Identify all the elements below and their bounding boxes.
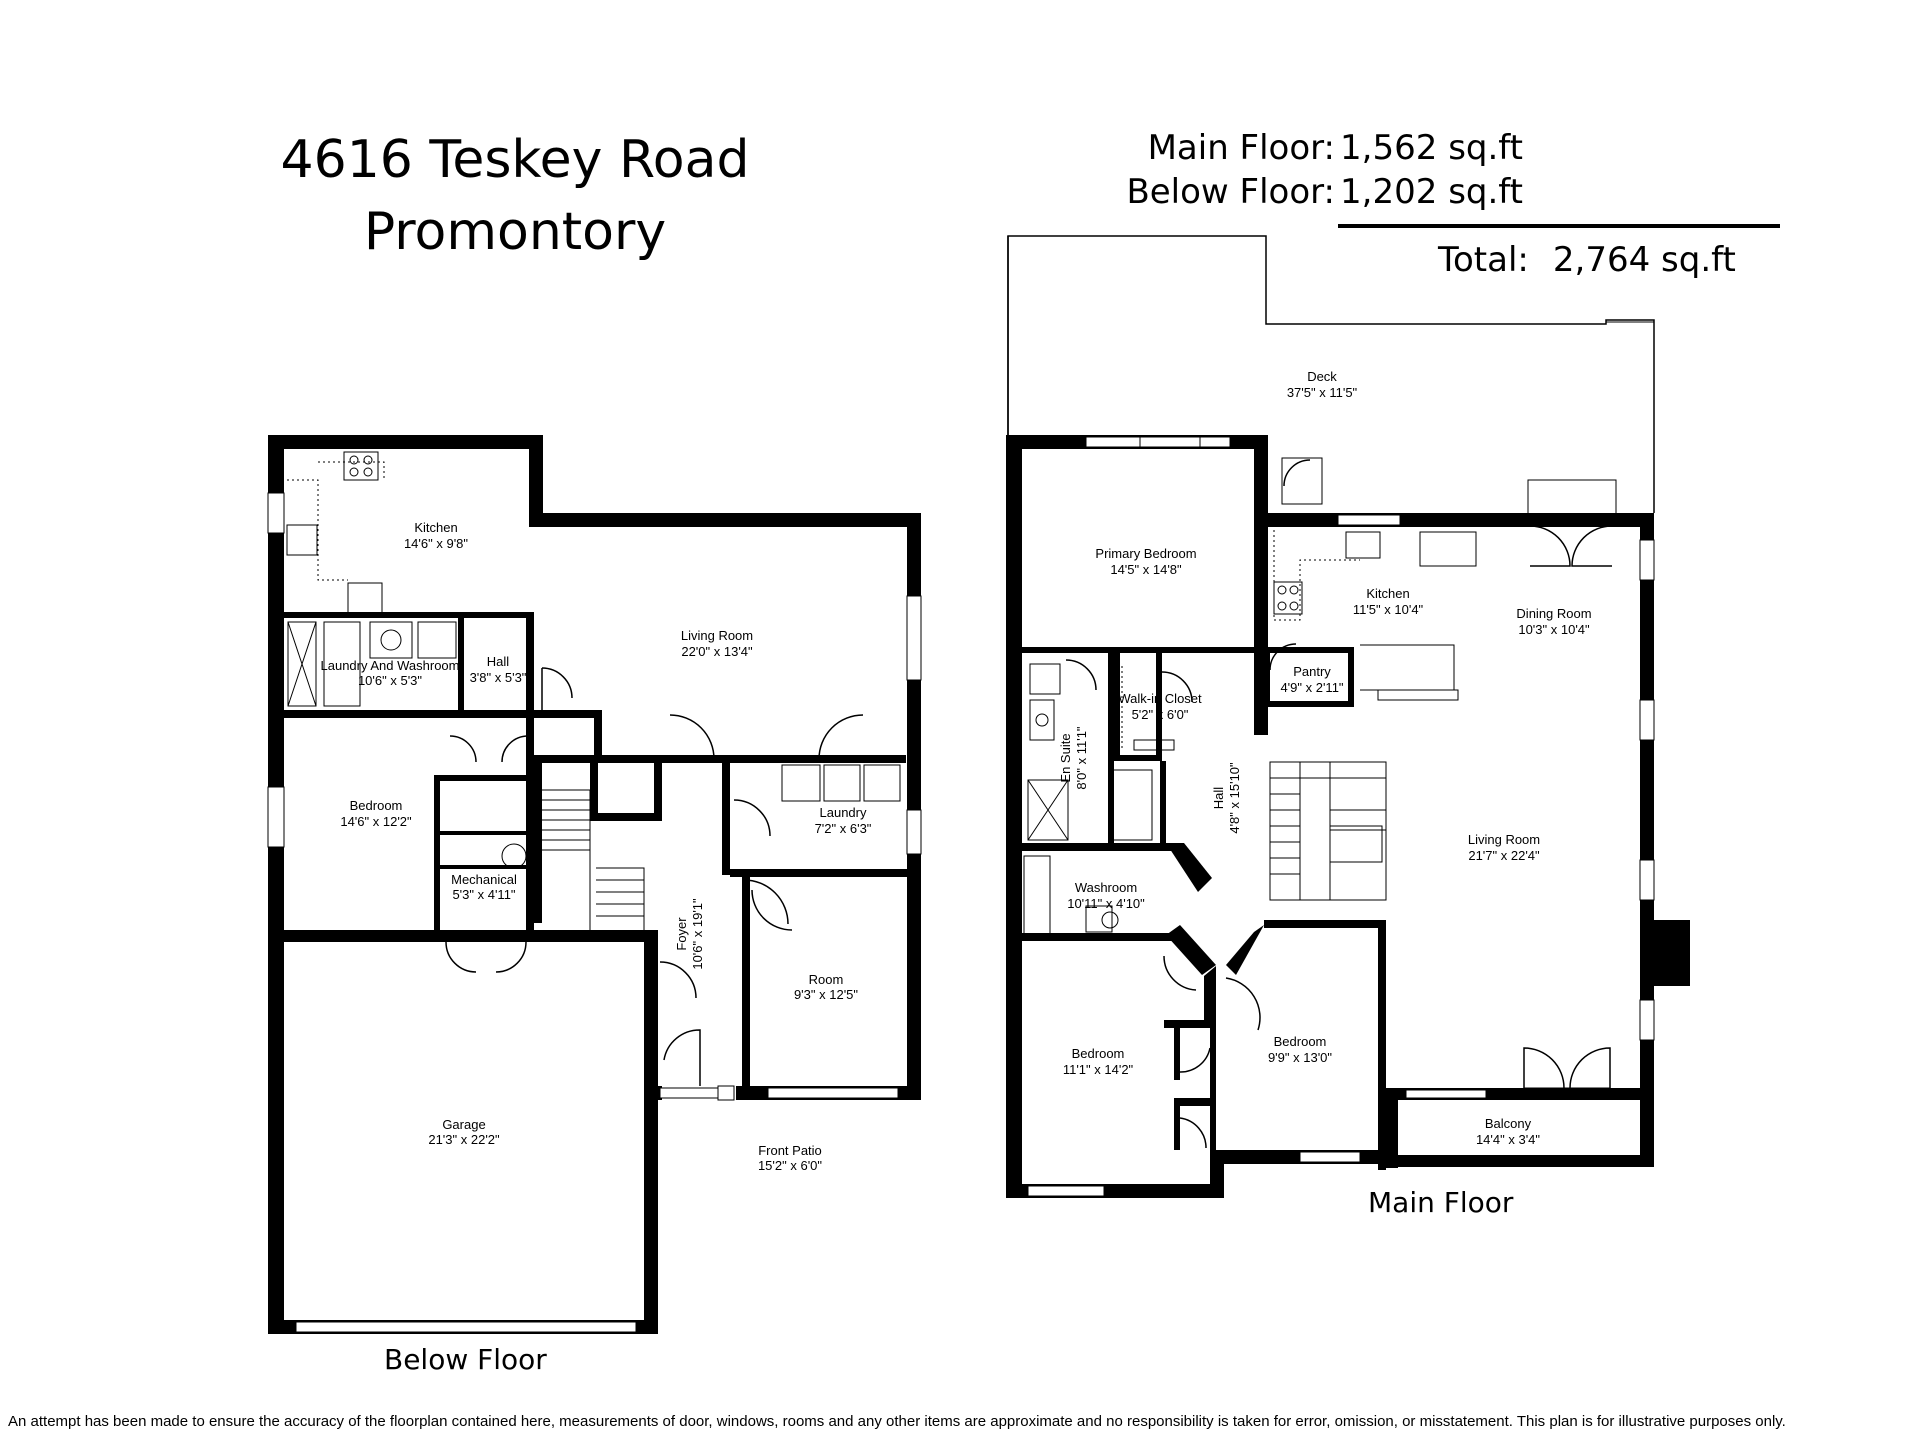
below-hall-name: Hall: [487, 654, 510, 669]
main-floor-area-label: Main Floor:: [1147, 128, 1335, 168]
main-ensuite-name: En Suite: [1058, 733, 1073, 782]
total-area: Total: 2,764 sq.ft: [1438, 238, 1736, 282]
below-floor-area-label: Below Floor:: [1126, 172, 1335, 212]
main-deck-name: Deck: [1307, 369, 1337, 384]
main-bedroom-2-dims: 9'9" x 13'0": [1268, 1050, 1332, 1065]
main-floor-label: Main Floor: [1368, 1186, 1514, 1219]
below-front-patio-name: Front Patio: [758, 1143, 822, 1158]
main-washroom-name: Washroom: [1075, 880, 1137, 895]
main-bedroom-1-dims: 11'1" x 14'2": [1063, 1062, 1134, 1077]
main-walkin-closet-name: Walk-in Closet: [1118, 691, 1202, 706]
below-floor-label: Below Floor: [384, 1343, 547, 1376]
below-living-dims: 22'0" x 13'4": [681, 644, 753, 659]
main-dining-name: Dining Room: [1516, 606, 1591, 621]
address-line: 4616 Teskey Road: [280, 130, 750, 190]
below-kitchen-dims: 14'6" x 9'8": [404, 536, 468, 551]
below-room-name: Room: [809, 972, 844, 987]
main-primary-bedroom-dims: 14'5" x 14'8": [1110, 562, 1182, 577]
below-living-name: Living Room: [681, 628, 753, 643]
below-floor-area-value: 1,202 sq.ft: [1340, 172, 1523, 212]
main-floor-area-value: 1,562 sq.ft: [1340, 128, 1523, 168]
below-mechanical-name: Mechanical: [451, 872, 517, 887]
total-area-label: Total:: [1438, 240, 1529, 280]
main-deck-dims: 37'5" x 11'5": [1287, 385, 1358, 400]
main-floor-plan: Deck 37'5" x 11'5" Primary Bedroom 14'5"…: [1006, 235, 1690, 1198]
main-pantry-name: Pantry: [1293, 664, 1331, 679]
total-area-value: 2,764 sq.ft: [1552, 240, 1736, 280]
below-garage-name: Garage: [442, 1117, 485, 1132]
below-mechanical-dims: 5'3" x 4'11": [452, 887, 515, 902]
below-bedroom-dims: 14'6" x 12'2": [340, 814, 412, 829]
below-laundry-washroom-name: Laundry And Washroom: [321, 658, 460, 673]
below-floor-plan: Kitchen 14'6" x 9'8" Living Room 22'0" x…: [267, 435, 922, 1334]
below-foyer-dims: 10'6" x 19'1": [690, 898, 705, 970]
main-ensuite-dims: 8'0" x 11'1": [1074, 726, 1089, 789]
main-hall-name: Hall: [1211, 787, 1226, 810]
below-front-patio-dims: 15'2" x 6'0": [758, 1158, 822, 1173]
main-kitchen-dims: 11'5" x 10'4": [1353, 602, 1424, 617]
disclaimer-text: An attempt has been made to ensure the a…: [8, 1413, 1786, 1430]
main-floor-area: Main Floor:1,562 sq.ft: [1148, 126, 1523, 170]
main-balcony-name: Balcony: [1485, 1116, 1532, 1131]
below-floor-area: Below Floor:1,202 sq.ft: [1126, 170, 1523, 214]
below-room-dims: 9'3" x 12'5": [794, 987, 858, 1002]
below-kitchen-name: Kitchen: [414, 520, 457, 535]
main-hall-dims: 4'8" x 15'10": [1227, 762, 1242, 834]
main-living-name: Living Room: [1468, 832, 1540, 847]
below-bedroom-name: Bedroom: [350, 798, 403, 813]
main-dining-dims: 10'3" x 10'4": [1518, 622, 1590, 637]
main-primary-bedroom-name: Primary Bedroom: [1095, 546, 1196, 561]
below-laundry-dims: 7'2" x 6'3": [815, 821, 872, 836]
main-washroom-dims: 10'11" x 4'10": [1067, 896, 1145, 911]
neighborhood-line: Promontory: [363, 202, 667, 262]
below-hall-dims: 3'8" x 5'3": [470, 670, 527, 685]
main-balcony-dims: 14'4" x 3'4": [1476, 1132, 1540, 1147]
total-divider: [1338, 224, 1780, 228]
main-living-dims: 21'7" x 22'4": [1468, 848, 1540, 863]
below-laundry-washroom-dims: 10'6" x 5'3": [358, 673, 422, 688]
main-kitchen-name: Kitchen: [1366, 586, 1409, 601]
below-garage-dims: 21'3" x 22'2": [428, 1132, 500, 1147]
main-walkin-closet-dims: 5'2" x 6'0": [1132, 707, 1189, 722]
main-bedroom-2-name: Bedroom: [1274, 1034, 1327, 1049]
main-bedroom-1-name: Bedroom: [1072, 1046, 1125, 1061]
below-laundry-name: Laundry: [820, 805, 867, 820]
main-pantry-dims: 4'9" x 2'11": [1280, 680, 1343, 695]
below-foyer-name: Foyer: [674, 917, 689, 951]
